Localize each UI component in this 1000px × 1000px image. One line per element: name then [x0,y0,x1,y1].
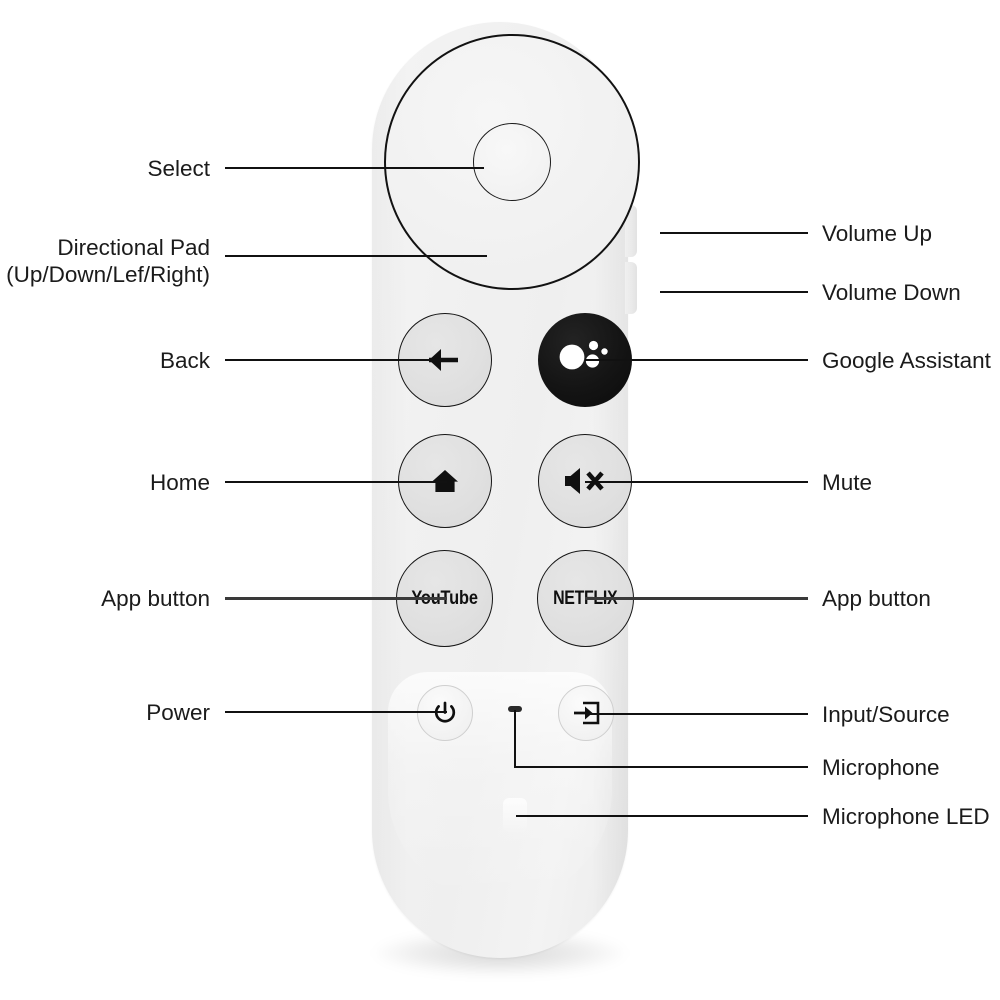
leader-line-app-button-left [225,597,447,601]
leader-line-microphone-horizontal [514,766,808,768]
google-assistant-icon [556,337,614,383]
label-volume-up: Volume Up [822,221,933,246]
label-mute: Mute [822,470,873,495]
label-microphone: Microphone [822,755,940,780]
label-power: Power [146,700,210,725]
dpad-center-icon[interactable] [473,123,551,201]
leader-line-home [225,481,447,483]
label-google-assistant: Google Assistant [822,348,991,373]
leader-line-volume-up [660,232,808,234]
volume-down-nub-icon[interactable] [625,262,637,314]
leader-line-input-source [586,713,808,715]
leader-line-app-button-right [585,597,808,601]
label-home: Home [149,470,210,495]
leader-line-microphone-led [516,815,808,817]
power-button[interactable] [417,685,473,741]
label-input-source: Input/Source [822,702,950,727]
leader-line-select [225,167,484,169]
leader-line-directional [225,255,487,257]
leader-line-power [225,711,447,713]
label-back: Back [159,348,210,373]
leader-line-volume-down [660,291,808,293]
label-directional-pad: Directional Pad (Up/Down/Lef/Right) [6,235,210,287]
microphone-hole-icon [508,706,522,712]
leader-line-back [225,359,447,361]
label-app-button-left: App button [101,586,210,611]
leader-line-google-assistant [585,359,808,361]
label-volume-down: Volume Down [822,280,961,305]
label-app-button-right: App button [822,586,931,611]
power-icon [432,700,458,726]
label-microphone-led: Microphone LED [822,804,990,829]
leader-line-microphone-vertical [514,710,516,768]
label-select: Select [147,156,210,181]
volume-up-nub-icon[interactable] [625,205,637,257]
leader-line-mute [585,481,808,483]
